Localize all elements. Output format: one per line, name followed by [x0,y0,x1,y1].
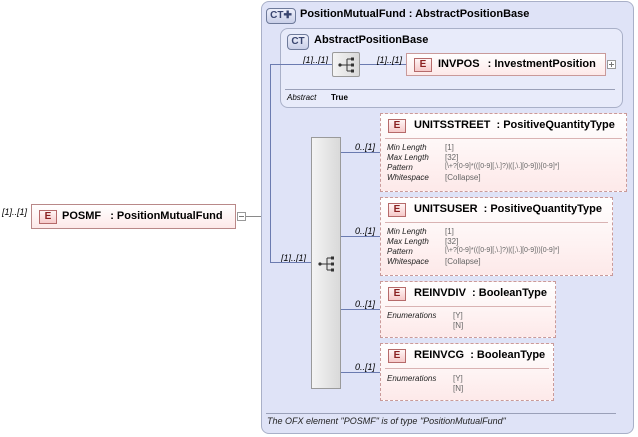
element-reinvdiv[interactable]: E REINVDIV : BooleanType Enumerations [Y… [380,281,556,338]
facet-label: Max Length [387,237,429,246]
root-multiplicity: [1]..[1] [2,207,28,217]
divider [385,368,549,369]
complex-type-badge: CT [287,34,309,50]
element-reinvcg[interactable]: E REINVCG : BooleanType Enumerations [Y]… [380,343,554,401]
element-type: : PositiveQuantityType [483,203,602,215]
enum-value: [Y] [453,311,463,320]
element-badge: E [39,210,57,224]
element-badge: E [388,203,406,217]
abstract-value: True [331,93,348,102]
connector-line [341,152,381,153]
divider [385,138,622,139]
complex-type-title: PositionMutualFund : AbstractPositionBas… [300,8,530,20]
element-badge: E [388,119,406,133]
enum-value: [N] [453,321,464,330]
connector-line [341,236,381,237]
facet-label: Max Length [387,153,429,162]
child-multiplicity: 0..[1] [355,299,376,309]
abstract-label: Abstract [287,93,317,102]
sequence-icon [318,256,334,272]
base-sequence-multiplicity: [1]..[1] [303,55,329,65]
element-unitsuser[interactable]: E UNITSUSER : PositiveQuantityType Min L… [380,197,613,276]
element-badge: E [388,287,406,301]
facet-label: Min Length [387,227,427,236]
facet-value: [Collapse] [445,173,481,182]
enum-value: [Y] [453,374,463,383]
child-multiplicity: 0..[1] [355,226,376,236]
facet-value: [1] [445,227,454,236]
enum-value: [N] [453,384,464,393]
connector-line [270,64,271,262]
expand-icon[interactable] [607,60,616,69]
base-sequence-compositor[interactable] [332,52,360,77]
element-name: INVPOS [438,58,480,70]
element-name: UNITSSTREET [414,119,491,131]
facet-label: Pattern [387,163,413,172]
element-badge: E [388,349,406,363]
element-badge: E [414,58,432,72]
connector-line [360,64,406,65]
divider [385,222,608,223]
root-element-type: : PositionMutualFund [110,210,223,222]
facet-value: [Collapse] [445,257,481,266]
base-divider [285,89,615,90]
facet-label: Pattern [387,247,413,256]
facet-value: [\+?[0-9]*(([0-9][,\.]?)|([,\.][0-9]))[0… [445,163,560,170]
sequence-compositor[interactable] [311,137,341,389]
facet-value: [1] [445,143,454,152]
element-type: : BooleanType [472,287,548,299]
facet-value: [\+?[0-9]*(([0-9][,\.]?)|([,\.][0-9]))[0… [445,247,560,254]
element-type: : PositiveQuantityType [496,119,615,131]
child-multiplicity: 0..[1] [355,142,376,152]
footer-divider [266,413,616,414]
element-name: UNITSUSER [414,203,478,215]
element-invpos[interactable]: E INVPOS : InvestmentPosition [406,53,606,76]
divider [385,306,551,307]
complex-type-badge: CT✚ [266,8,296,24]
child-multiplicity: 0..[1] [355,362,376,372]
element-name: REINVCG [414,349,465,361]
connector-line [246,216,261,217]
element-type: : InvestmentPosition [487,58,596,70]
root-element-name: POSMF [62,210,102,222]
base-type-title: AbstractPositionBase [314,34,429,46]
enumerations-label: Enumerations [387,311,437,320]
investment-position-multiplicity: [1]..[1] [377,55,403,65]
facet-label: Whitespace [387,173,429,182]
root-element-posmf[interactable]: E POSMF : PositionMutualFund [31,204,236,229]
footer-note: The OFX element "POSMF" is of type "Posi… [267,416,506,426]
facet-value: [32] [445,237,459,246]
element-name: REINVDIV [414,287,466,299]
connector-line [341,309,381,310]
connector-line [270,64,332,65]
facet-label: Whitespace [387,257,429,266]
collapse-icon[interactable] [237,212,246,221]
sequence-multiplicity: [1]..[1] [281,253,307,263]
element-unitsstreet[interactable]: E UNITSSTREET : PositiveQuantityType Min… [380,113,627,192]
connector-line [270,262,312,263]
facet-value: [32] [445,153,459,162]
element-type: : BooleanType [470,349,546,361]
facet-label: Min Length [387,143,427,152]
enumerations-label: Enumerations [387,374,437,383]
sequence-icon [338,57,354,73]
connector-line [341,372,381,373]
